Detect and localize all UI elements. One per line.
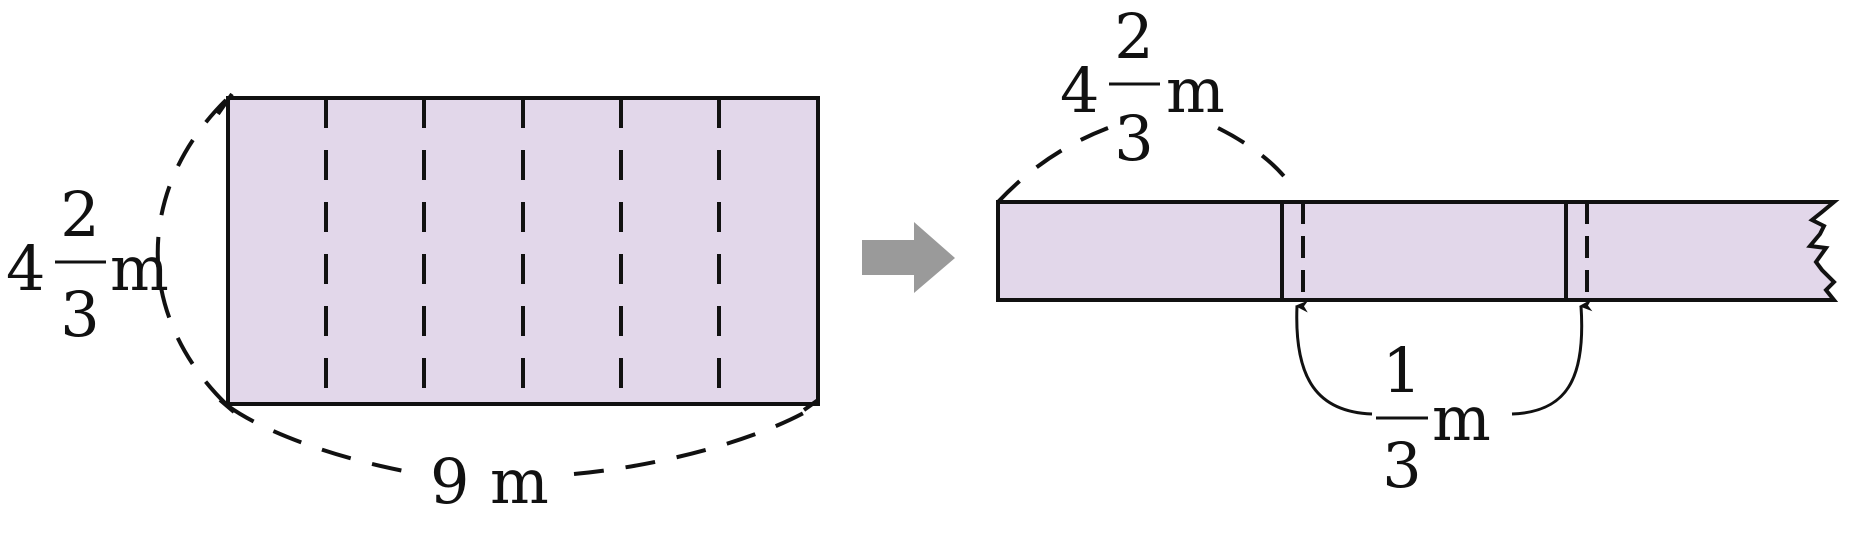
right-figure: 4 2 3 m 1 3 m (996, 0, 1840, 502)
segment-width-arc-left (996, 126, 1109, 204)
overlap-unit: m (1432, 382, 1491, 455)
overlap-arrow-left (1295, 300, 1373, 416)
fabric-rectangle (226, 96, 820, 406)
seam-lines (1280, 202, 1589, 300)
overlap-numerator: 1 (1382, 334, 1421, 407)
segment-width-numerator: 2 (1114, 0, 1153, 73)
height-denominator: 3 (60, 278, 99, 351)
segment-width-arc-right (1217, 126, 1292, 186)
left-figure: 4 2 3 m 9 m (6, 92, 820, 518)
segment-width-whole: 4 (1060, 54, 1099, 127)
overlap-denominator: 3 (1382, 429, 1421, 502)
fabric-strip (996, 200, 1840, 302)
overlap-label: 1 3 m (1376, 334, 1491, 502)
height-unit: m (110, 232, 169, 305)
segment-width-denominator: 3 (1114, 102, 1153, 175)
right-arrow-icon (862, 222, 955, 293)
width-arc-end-tick (802, 398, 820, 412)
width-unit: m (490, 445, 549, 518)
segment-width-label: 4 2 3 m (1060, 0, 1225, 175)
height-whole: 4 (6, 232, 45, 305)
width-value: 9 (430, 445, 469, 518)
width-arc-end-tick (218, 398, 236, 414)
width-label: 9 m (430, 445, 549, 518)
overlap-arrow-right (1511, 299, 1593, 416)
height-numerator: 2 (60, 178, 99, 251)
height-arc-end-tick (216, 92, 234, 116)
height-label: 4 2 3 m (6, 178, 169, 351)
width-dimension-arc-right (573, 404, 818, 476)
width-dimension-arc-left (226, 404, 421, 476)
segment-width-unit: m (1166, 54, 1225, 127)
height-dimension-arc (155, 98, 228, 406)
